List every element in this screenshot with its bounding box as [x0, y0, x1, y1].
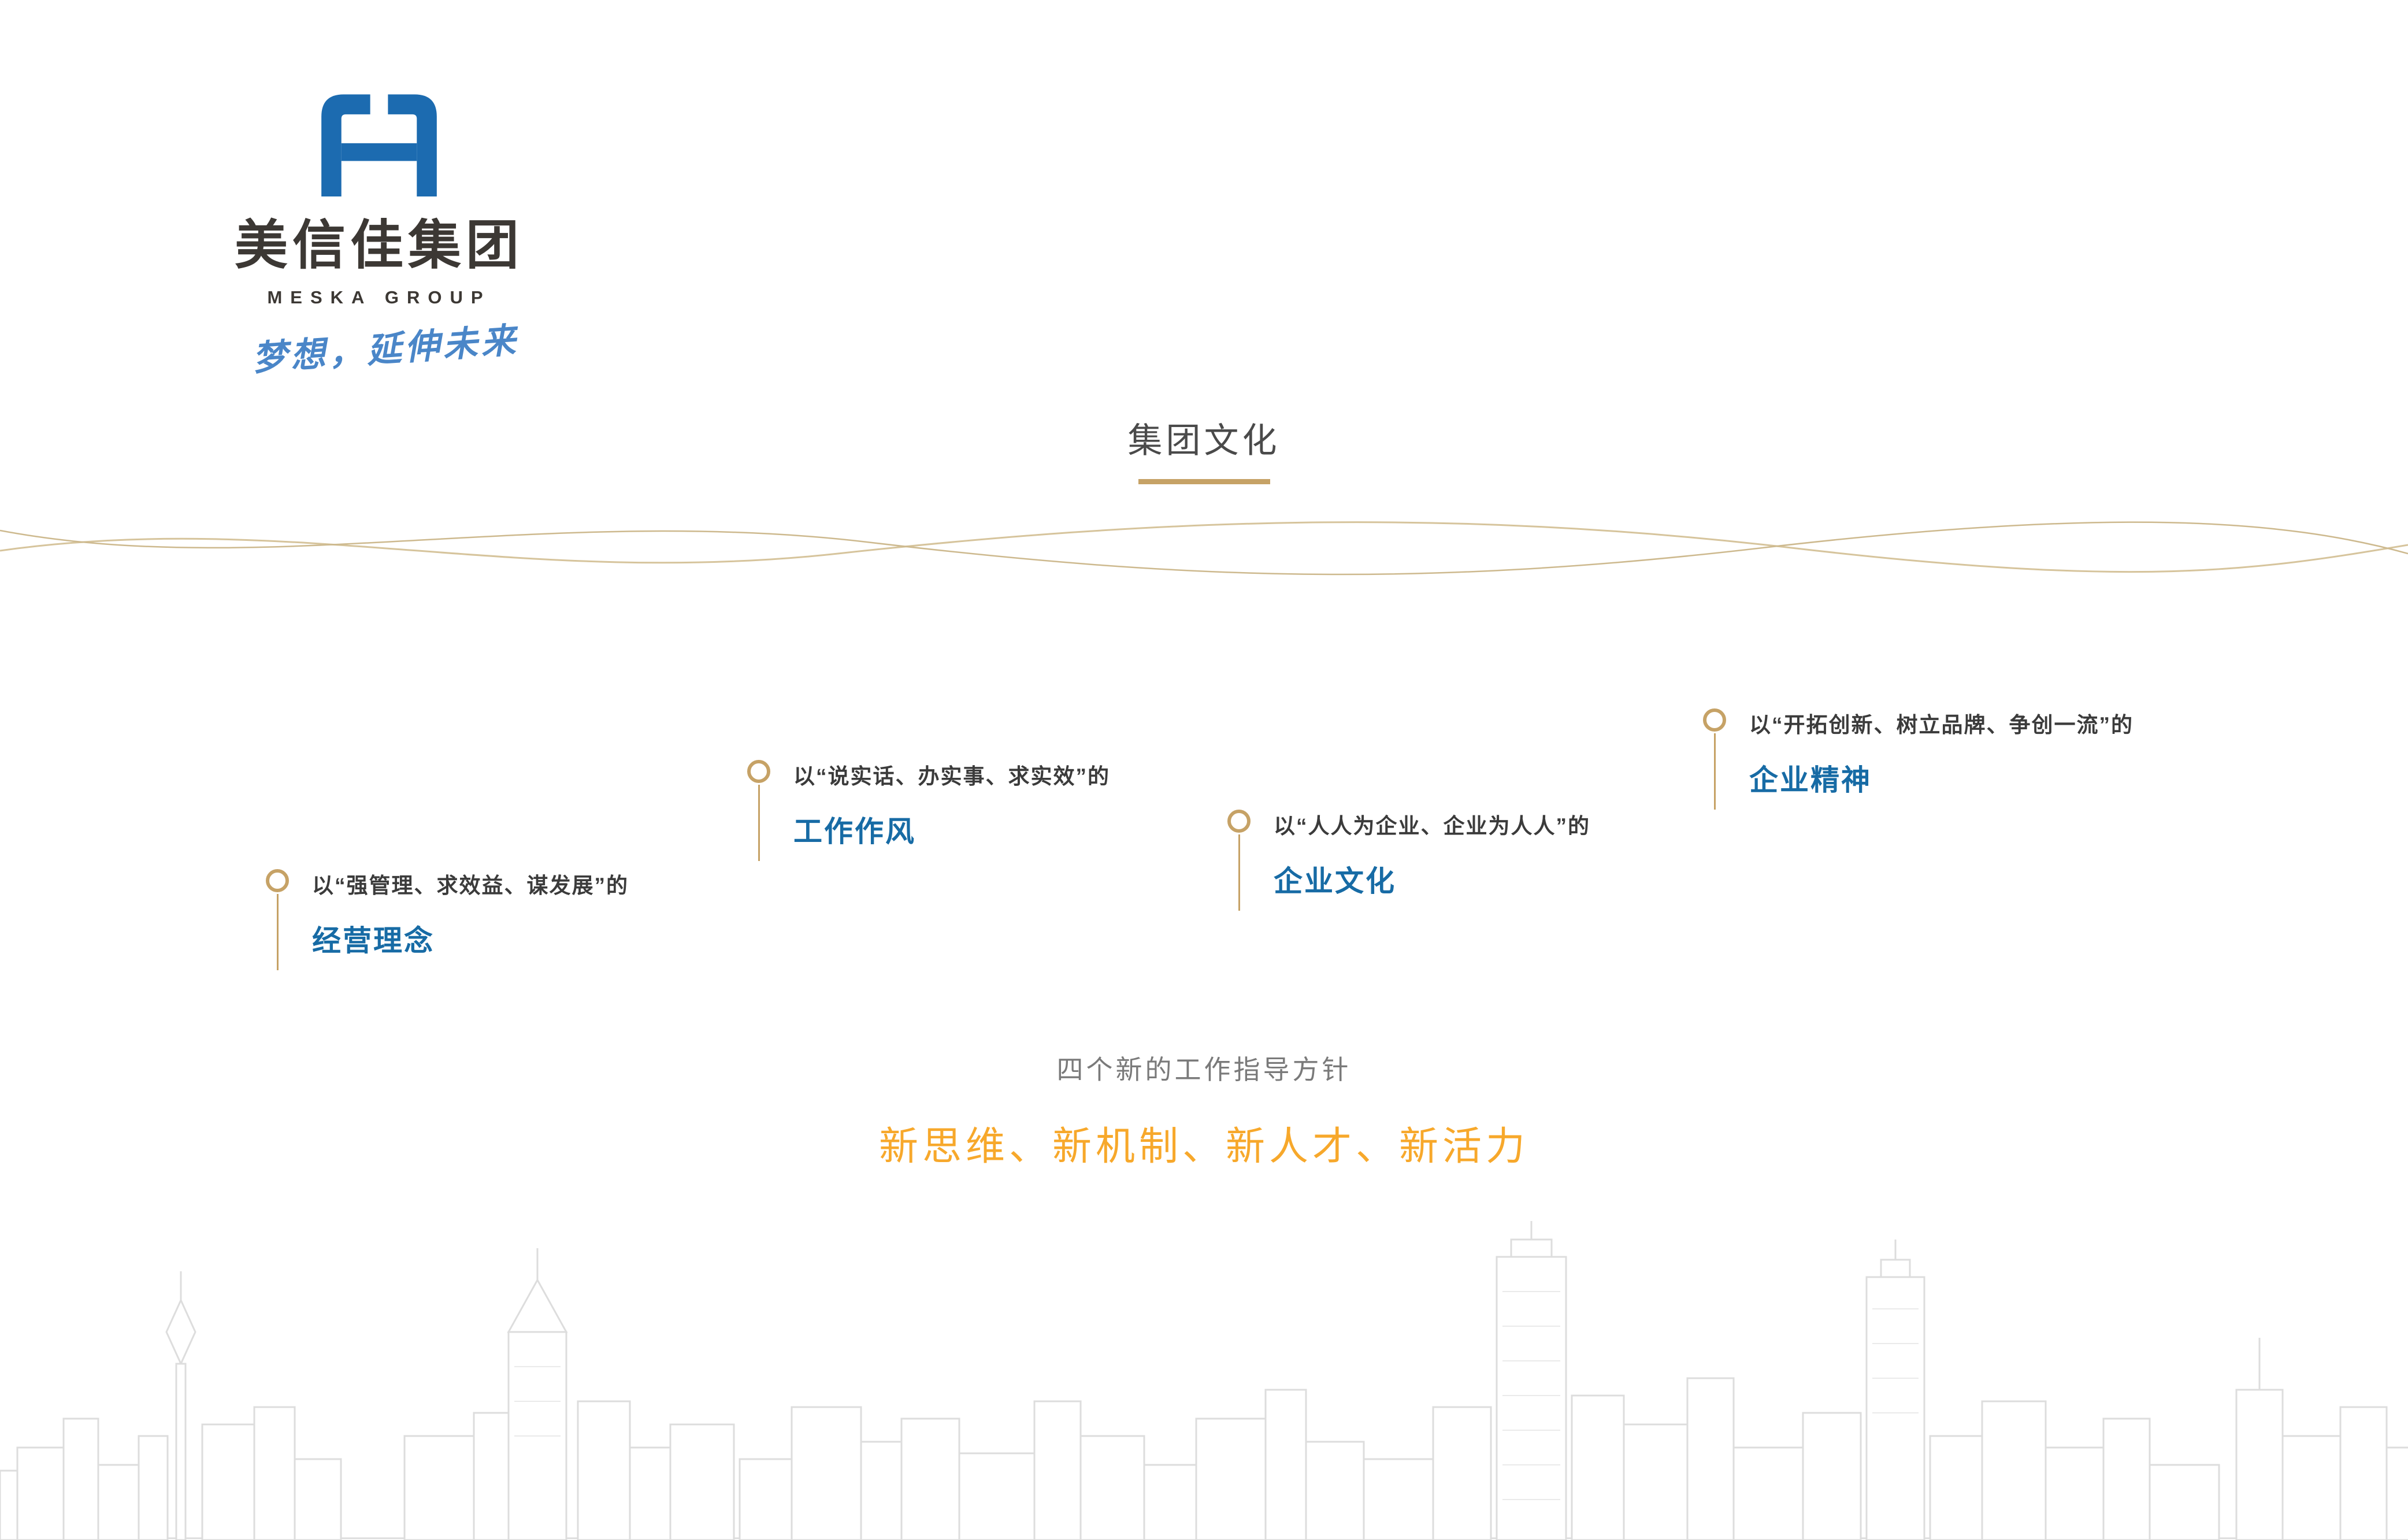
milestone-prefix: 以“人人为企业、企业为人人”的	[1274, 814, 1590, 838]
milestone-pin	[747, 760, 770, 861]
brand-logo[interactable]: 美信佳集团 MESKA GROUP	[224, 86, 534, 308]
milestone-item: 以“开拓创新、树立品牌、争创一流”的 企业精神	[1703, 708, 2134, 810]
guideline-headline: 新思维、新机制、新人才、新活力	[878, 1125, 1529, 1168]
milestone-pin-icon	[266, 869, 289, 892]
meska-logo-icon	[321, 94, 437, 196]
milestone-pin-stem	[1238, 834, 1240, 911]
brand-slogan: 梦想，延伸未来	[251, 320, 521, 378]
milestone-pin	[266, 869, 289, 970]
city-skyline-illustration	[0, 1221, 2408, 1540]
milestone-title: 工作作风	[793, 815, 916, 848]
milestone-pin-stem	[1713, 733, 1716, 810]
section-title-underline	[1138, 479, 1270, 484]
milestone-pin	[1703, 708, 1726, 810]
milestone-pin-icon	[1703, 708, 1726, 732]
milestone-item: 以“强管理、求效益、谋发展”的 经营理念	[266, 869, 629, 970]
milestone-prefix: 以“开拓创新、树立品牌、争创一流”的	[1749, 713, 2134, 737]
milestone-pin-icon	[1227, 810, 1251, 833]
milestone-title: 企业文化	[1274, 865, 1396, 897]
guideline-label: 四个新的工作指导方针	[1056, 1055, 1352, 1085]
brand-name-en: MESKA GROUP	[267, 287, 491, 307]
milestone-pin	[1227, 810, 1251, 911]
milestone-pin-icon	[747, 760, 770, 783]
milestone-prefix: 以“说实话、办实事、求实效”的	[793, 765, 1110, 788]
milestone-pin-stem	[276, 894, 279, 970]
section-title: 集团文化	[1127, 421, 1281, 460]
section-header: 集团文化	[0, 413, 2408, 484]
brand-name: 美信佳集团	[234, 216, 524, 275]
milestone-title: 企业精神	[1749, 764, 1872, 796]
milestone-pin-stem	[758, 785, 760, 861]
milestone-item: 以“说实话、办实事、求实效”的 工作作风	[747, 760, 1110, 861]
milestone-title: 经营理念	[312, 925, 435, 957]
milestone-prefix: 以“强管理、求效益、谋发展”的	[312, 874, 629, 897]
wave-divider	[0, 521, 2408, 576]
milestone-item: 以“人人为企业、企业为人人”的 企业文化	[1227, 810, 1590, 911]
